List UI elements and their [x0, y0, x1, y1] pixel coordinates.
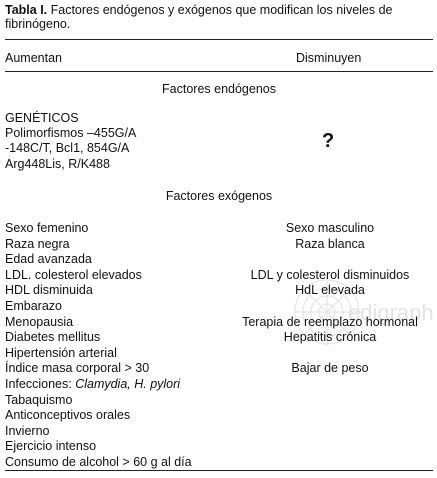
bottom-rule — [5, 470, 433, 471]
list-item: Invierno — [5, 423, 50, 438]
list-item-infections: Infecciones: Clamydia, H. pylori — [5, 377, 192, 393]
infections-pathogens: Clamydia, H. pylori — [75, 376, 181, 391]
list-item: Raza negra — [5, 236, 70, 251]
list-item: Menopausia — [5, 314, 74, 329]
list-item: Bajar de peso — [291, 361, 369, 376]
list-item: LDL. colesterol elevados — [5, 267, 142, 282]
list-item: LDL y colesterol disminuidos — [250, 267, 410, 282]
list-item: Edad avanzada — [5, 252, 92, 267]
genetic-title: GENÉTICOS — [5, 111, 79, 125]
list-item: Tabaquismo — [5, 392, 73, 407]
genetic-decrease-unknown: ? — [322, 130, 335, 152]
list-item: Diabetes mellitus — [5, 330, 101, 345]
list-item: Hepatitis crónica — [283, 330, 377, 345]
genetic-line: Polimorfismos –455G/A — [5, 126, 137, 141]
caption-text: Factores endógenos y exógenos que modifi… — [5, 3, 393, 31]
top-rule — [5, 39, 433, 40]
header-rule — [5, 71, 433, 72]
list-item-empty — [232, 252, 428, 268]
list-item-empty — [232, 299, 428, 315]
list-item: HDL disminuida — [5, 283, 93, 298]
list-item: Sexo femenino — [5, 221, 89, 235]
list-item: Raza blanca — [295, 236, 365, 251]
genetic-block: GENÉTICOS Polimorfismos –455G/A -148C/T,… — [5, 111, 136, 172]
decrease-list: Sexo masculino Raza blanca LDL y coleste… — [232, 221, 428, 377]
infections-prefix: Infecciones: — [5, 376, 76, 391]
list-item: Terapia de reemplazo hormonal — [242, 314, 418, 329]
header-right: Disminuyen — [296, 51, 362, 65]
list-item: Embarazo — [5, 298, 62, 313]
list-item: HdL elevada — [295, 283, 365, 298]
increase-list: Sexo femenino Raza negra Edad avanzada L… — [5, 221, 192, 471]
section-exogenous: Factores exógenos — [165, 189, 273, 203]
caption-label: Tabla I. — [5, 3, 48, 17]
list-item: Anticonceptivos orales — [5, 408, 131, 423]
section-endogenous: Factores endógenos — [162, 82, 276, 96]
genetic-line: Arg448Lis, R/K488 — [5, 156, 110, 171]
list-item-empty — [232, 346, 428, 362]
list-item: Ejercicio intenso — [5, 439, 97, 454]
list-item: Hipertensión arterial — [5, 345, 117, 360]
list-item: Índice masa corporal > 30 — [5, 361, 150, 376]
list-item: Sexo masculino — [285, 221, 375, 235]
table-caption: Tabla I. Factores endógenos y exógenos q… — [5, 3, 433, 31]
list-item: Consumo de alcohol > 60 g al día — [5, 454, 192, 469]
header-left: Aumentan — [5, 51, 62, 65]
genetic-line: -148C/T, Bcl1, 854G/A — [5, 141, 130, 156]
